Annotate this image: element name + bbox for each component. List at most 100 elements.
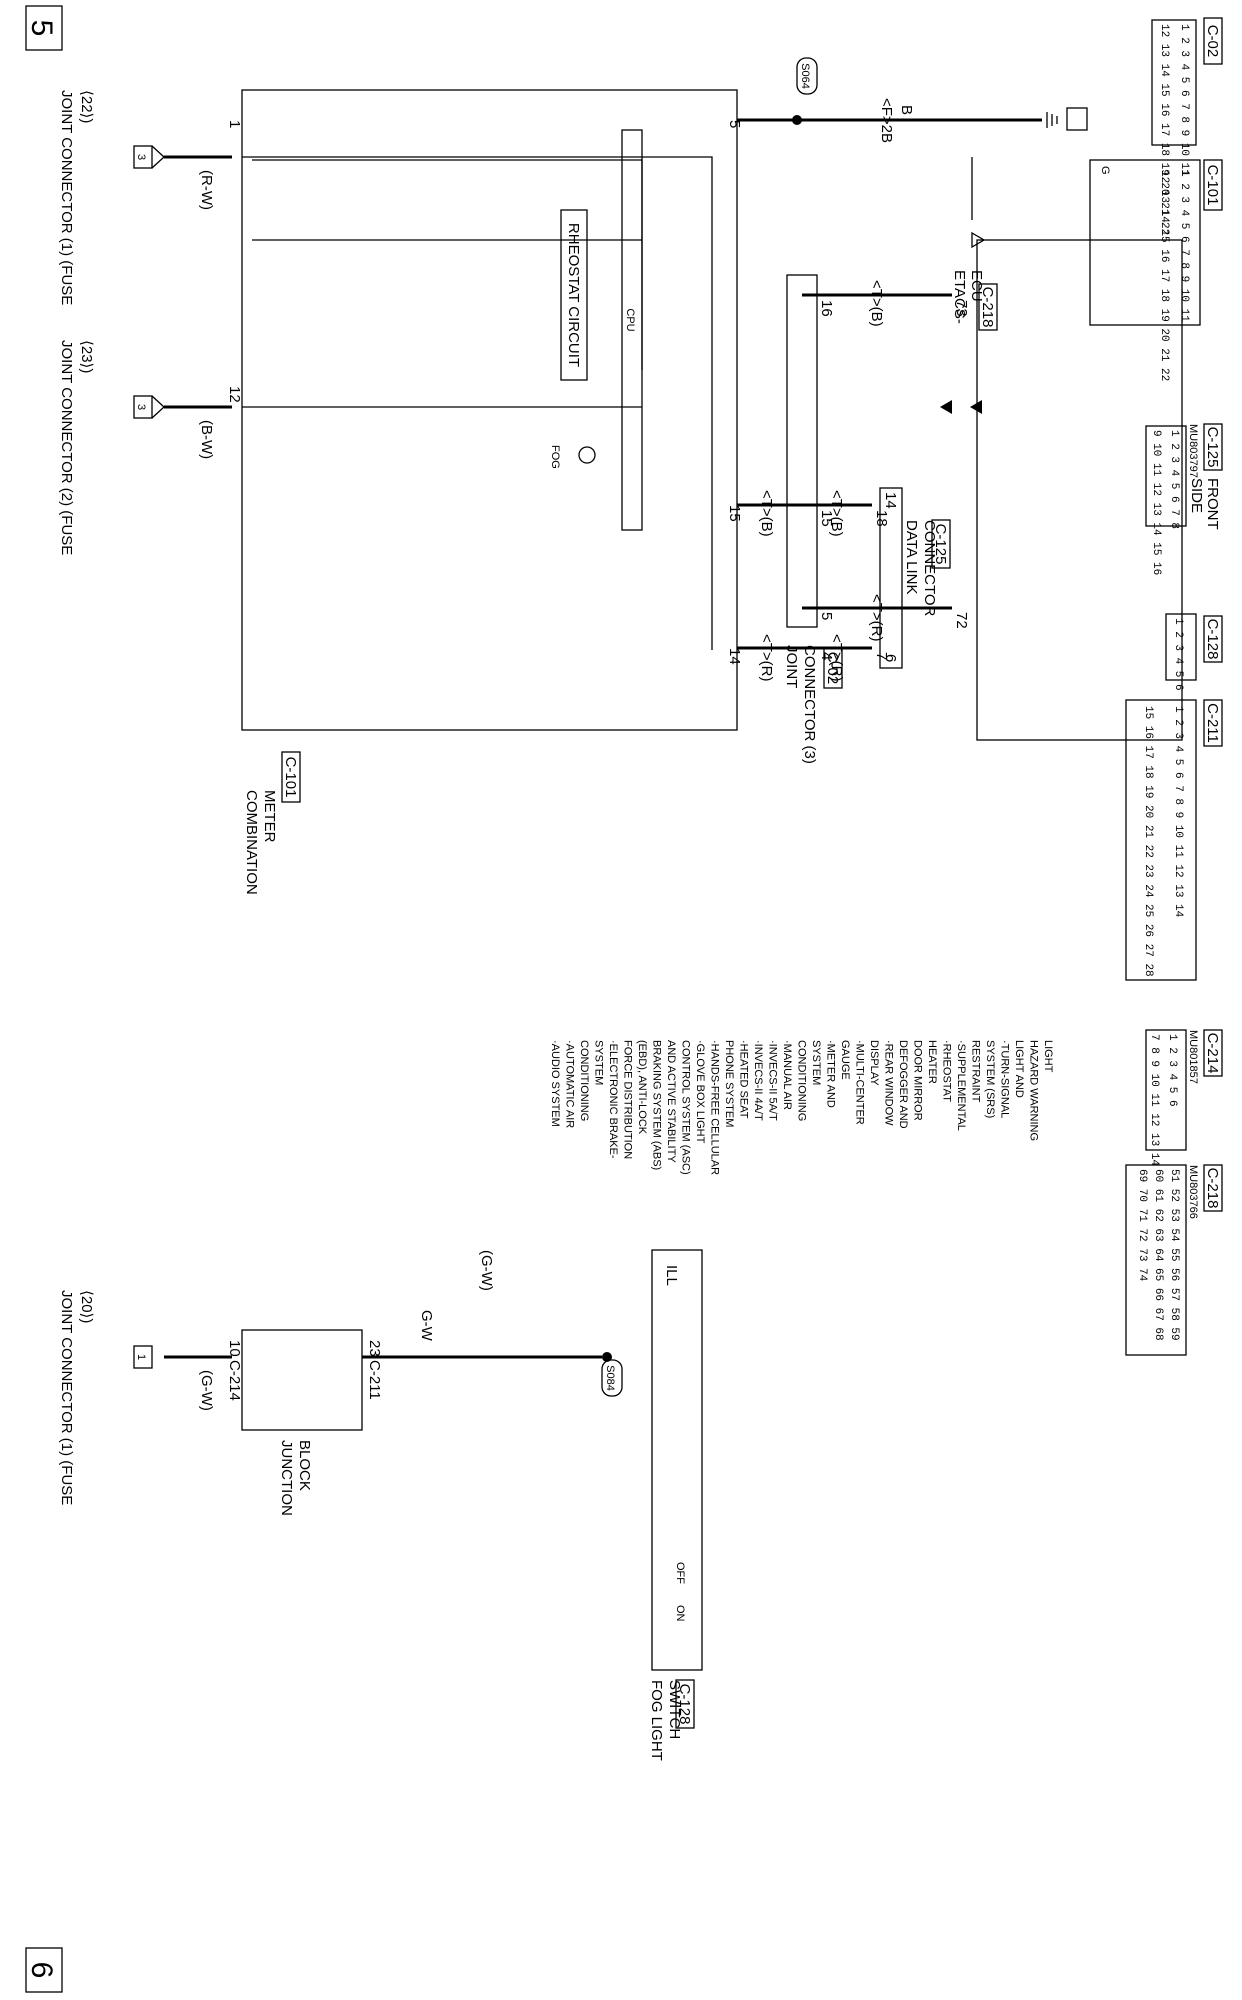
combination-meter-box <box>241 89 738 731</box>
joint1b-pin: 1 <box>135 1354 147 1360</box>
system-list-item: ·MULTI-CENTER <box>854 1040 866 1125</box>
s084-label: S084 <box>604 1365 616 1391</box>
s064-label: S064 <box>799 63 811 89</box>
joint3-pin-5: 5 <box>818 612 835 620</box>
junction-pin-10: 10 <box>226 1340 243 1357</box>
system-list-item: ·HANDS-FREE CELLULAR <box>709 1040 721 1175</box>
c211-row2: 15 16 17 18 19 20 21 22 23 24 25 26 27 2… <box>1142 706 1154 977</box>
c214-name: C-214 <box>1204 1033 1221 1074</box>
conn-view-c02: C-02 1 2 3 4 5 6 7 8 9 10 11 12 13 14 15… <box>1151 17 1223 235</box>
system-list-item: ·AUTOMATIC AIR <box>564 1040 576 1128</box>
joint3-conn-box <box>823 647 843 689</box>
fog-switch-conn-box <box>675 1679 695 1729</box>
fog-switch-label-2: SWITCH <box>666 1680 683 1739</box>
conn-view-c211: C-211 1 2 3 4 5 6 7 8 9 10 11 12 13 14 1… <box>1125 699 1223 981</box>
joint1-pin-box <box>133 145 153 169</box>
page-marker-left: 5 <box>25 5 63 51</box>
joint1b-label: JOINT CONNECTOR (1) (FUSE <box>58 1290 75 1505</box>
meter-pin-14: 14 <box>726 648 743 665</box>
rheostat-circuit-label: RHEOSTAT CIRCUIT <box>565 223 582 367</box>
c218-row3: 69 70 71 72 73 74 <box>1136 1169 1148 1282</box>
meter-pin-1: 1 <box>226 120 243 128</box>
joint1-wire-color: (R-W) <box>198 170 215 210</box>
system-list-item: SYSTEM <box>593 1040 605 1085</box>
system-list-item: HAZARD WARNING <box>1028 1040 1040 1141</box>
system-list-item: ·REAR WINDOW <box>883 1040 895 1126</box>
c218-row1: 51 52 53 54 55 56 57 58 59 <box>1168 1169 1180 1341</box>
c125-row1: 1 2 3 4 5 6 7 8 <box>1168 430 1180 529</box>
system-list-item: ·ELECTRONIC BRAKE- <box>607 1040 619 1159</box>
c218-row2: 60 61 62 63 64 65 66 67 68 <box>1152 1169 1164 1341</box>
c02-row1: 1 2 3 4 5 6 7 8 9 10 11 <box>1178 24 1190 176</box>
system-list-item: ·GLOVE BOX LIGHT <box>694 1040 706 1144</box>
conn-view-c214: C-214 MU801857 1 2 3 4 5 6 7 8 9 10 11 1… <box>1145 1029 1223 1166</box>
system-list-item: ·HEATED SEAT <box>738 1040 750 1119</box>
system-list-item: ·SUPPLEMENTAL <box>955 1040 967 1131</box>
system-list-item: LIGHT AND <box>1013 1040 1025 1098</box>
joint3-label-1: JOINT <box>783 645 800 688</box>
meter-label-2: METER <box>261 790 278 843</box>
can-label-b-1: <T>(B) <box>868 280 885 327</box>
dlc-label-1: DATA LINK <box>903 520 920 594</box>
system-list-item: DOOR MIRROR <box>912 1040 924 1121</box>
can-label-r-1: <T>(R) <box>758 634 775 682</box>
ground-marker-text: 6 <box>1067 115 1084 123</box>
diode-2-icon <box>940 400 952 414</box>
system-list-item: PHONE SYSTEM <box>723 1040 735 1127</box>
system-list-item: CONTROL SYSTEM (ASC) <box>680 1040 692 1175</box>
system-list-item: ·INVECS-II 5A/T <box>767 1040 779 1121</box>
meter-conn-box <box>281 751 301 803</box>
joint2-pin-box <box>133 395 153 419</box>
c125-side-1: FRONT <box>1204 478 1221 530</box>
meter-pin-5: 5 <box>726 120 743 128</box>
conn-view-c128: C-128 1 2 3 4 5 6 <box>1165 613 1223 691</box>
c101-g-left: G <box>1099 166 1111 175</box>
joint2-terminal-icon <box>151 395 165 419</box>
c02-row2: 12 13 14 15 16 17 18 19 20 21 22 <box>1158 24 1170 235</box>
meter-internal-bus <box>252 159 643 370</box>
joint2-fuse: ⟨23⟩) <box>78 340 95 373</box>
joint1b-wire-color: (G-W) <box>198 1370 215 1411</box>
junction-block-box <box>241 1329 363 1431</box>
joint1b-fuse-number: 20 <box>78 1296 95 1313</box>
meter-pin-15: 15 <box>726 505 743 522</box>
fog-switch-conn: C-128 <box>676 1684 693 1725</box>
junction-conn-10: C-214 <box>226 1360 243 1401</box>
c211-row1: 1 2 3 4 5 6 7 8 9 10 11 12 13 14 <box>1172 706 1184 918</box>
c101-name: C-101 <box>1204 165 1221 206</box>
system-list-item: AND ACTIVE STABILITY <box>665 1040 677 1163</box>
etacs-left-label-2: ECU <box>968 270 985 302</box>
etacs-left-box <box>976 239 1183 741</box>
c218-part: MU803766 <box>1187 1165 1199 1219</box>
joint1-fuse: ⟨22⟩) <box>78 90 95 123</box>
joint2-pin: 3 <box>135 404 147 410</box>
fog-switch-on: ON <box>674 1605 686 1622</box>
page-marker-left-text: 5 <box>25 20 58 37</box>
page-marker-right: 6 <box>25 1947 63 1993</box>
fog-indicator-label: FOG <box>549 445 561 469</box>
c214-part: MU801857 <box>1187 1030 1199 1084</box>
can-label-b-3: <T>(B) <box>828 490 845 537</box>
joint1b-fuse: ⟨20⟩) <box>78 1290 95 1323</box>
c125-side-2: SIDE <box>1188 478 1205 513</box>
joint1-fuse-number: 22 <box>78 96 95 113</box>
system-list-item: (EBD), ANTI-LOCK <box>636 1040 648 1135</box>
system-list-item: SYSTEM (SRS) <box>984 1040 996 1118</box>
junction-label-1: JUNCTION <box>278 1440 295 1516</box>
c02-name: C-02 <box>1204 25 1221 58</box>
joint3-pin-15: 15 <box>818 510 835 527</box>
ground-wire-color: B <box>898 105 915 115</box>
c128-name: C-128 <box>1204 619 1221 660</box>
dlc-pin-14: 14 <box>882 492 899 509</box>
etacs-pin-73: 73 <box>953 300 970 317</box>
c125-part: MU803797 <box>1187 424 1199 478</box>
ground-symbol-icon <box>1046 112 1058 128</box>
c125-name: C-125 <box>1204 427 1221 468</box>
etacs-left-label-1: ETACS- <box>951 270 968 324</box>
cpu-label: CPU <box>624 308 636 331</box>
dlc-box <box>879 487 903 669</box>
system-list-item: ·METER AND <box>825 1040 837 1108</box>
joint3-box <box>786 274 818 628</box>
joint2-label: JOINT CONNECTOR (2) (FUSE <box>58 340 75 555</box>
